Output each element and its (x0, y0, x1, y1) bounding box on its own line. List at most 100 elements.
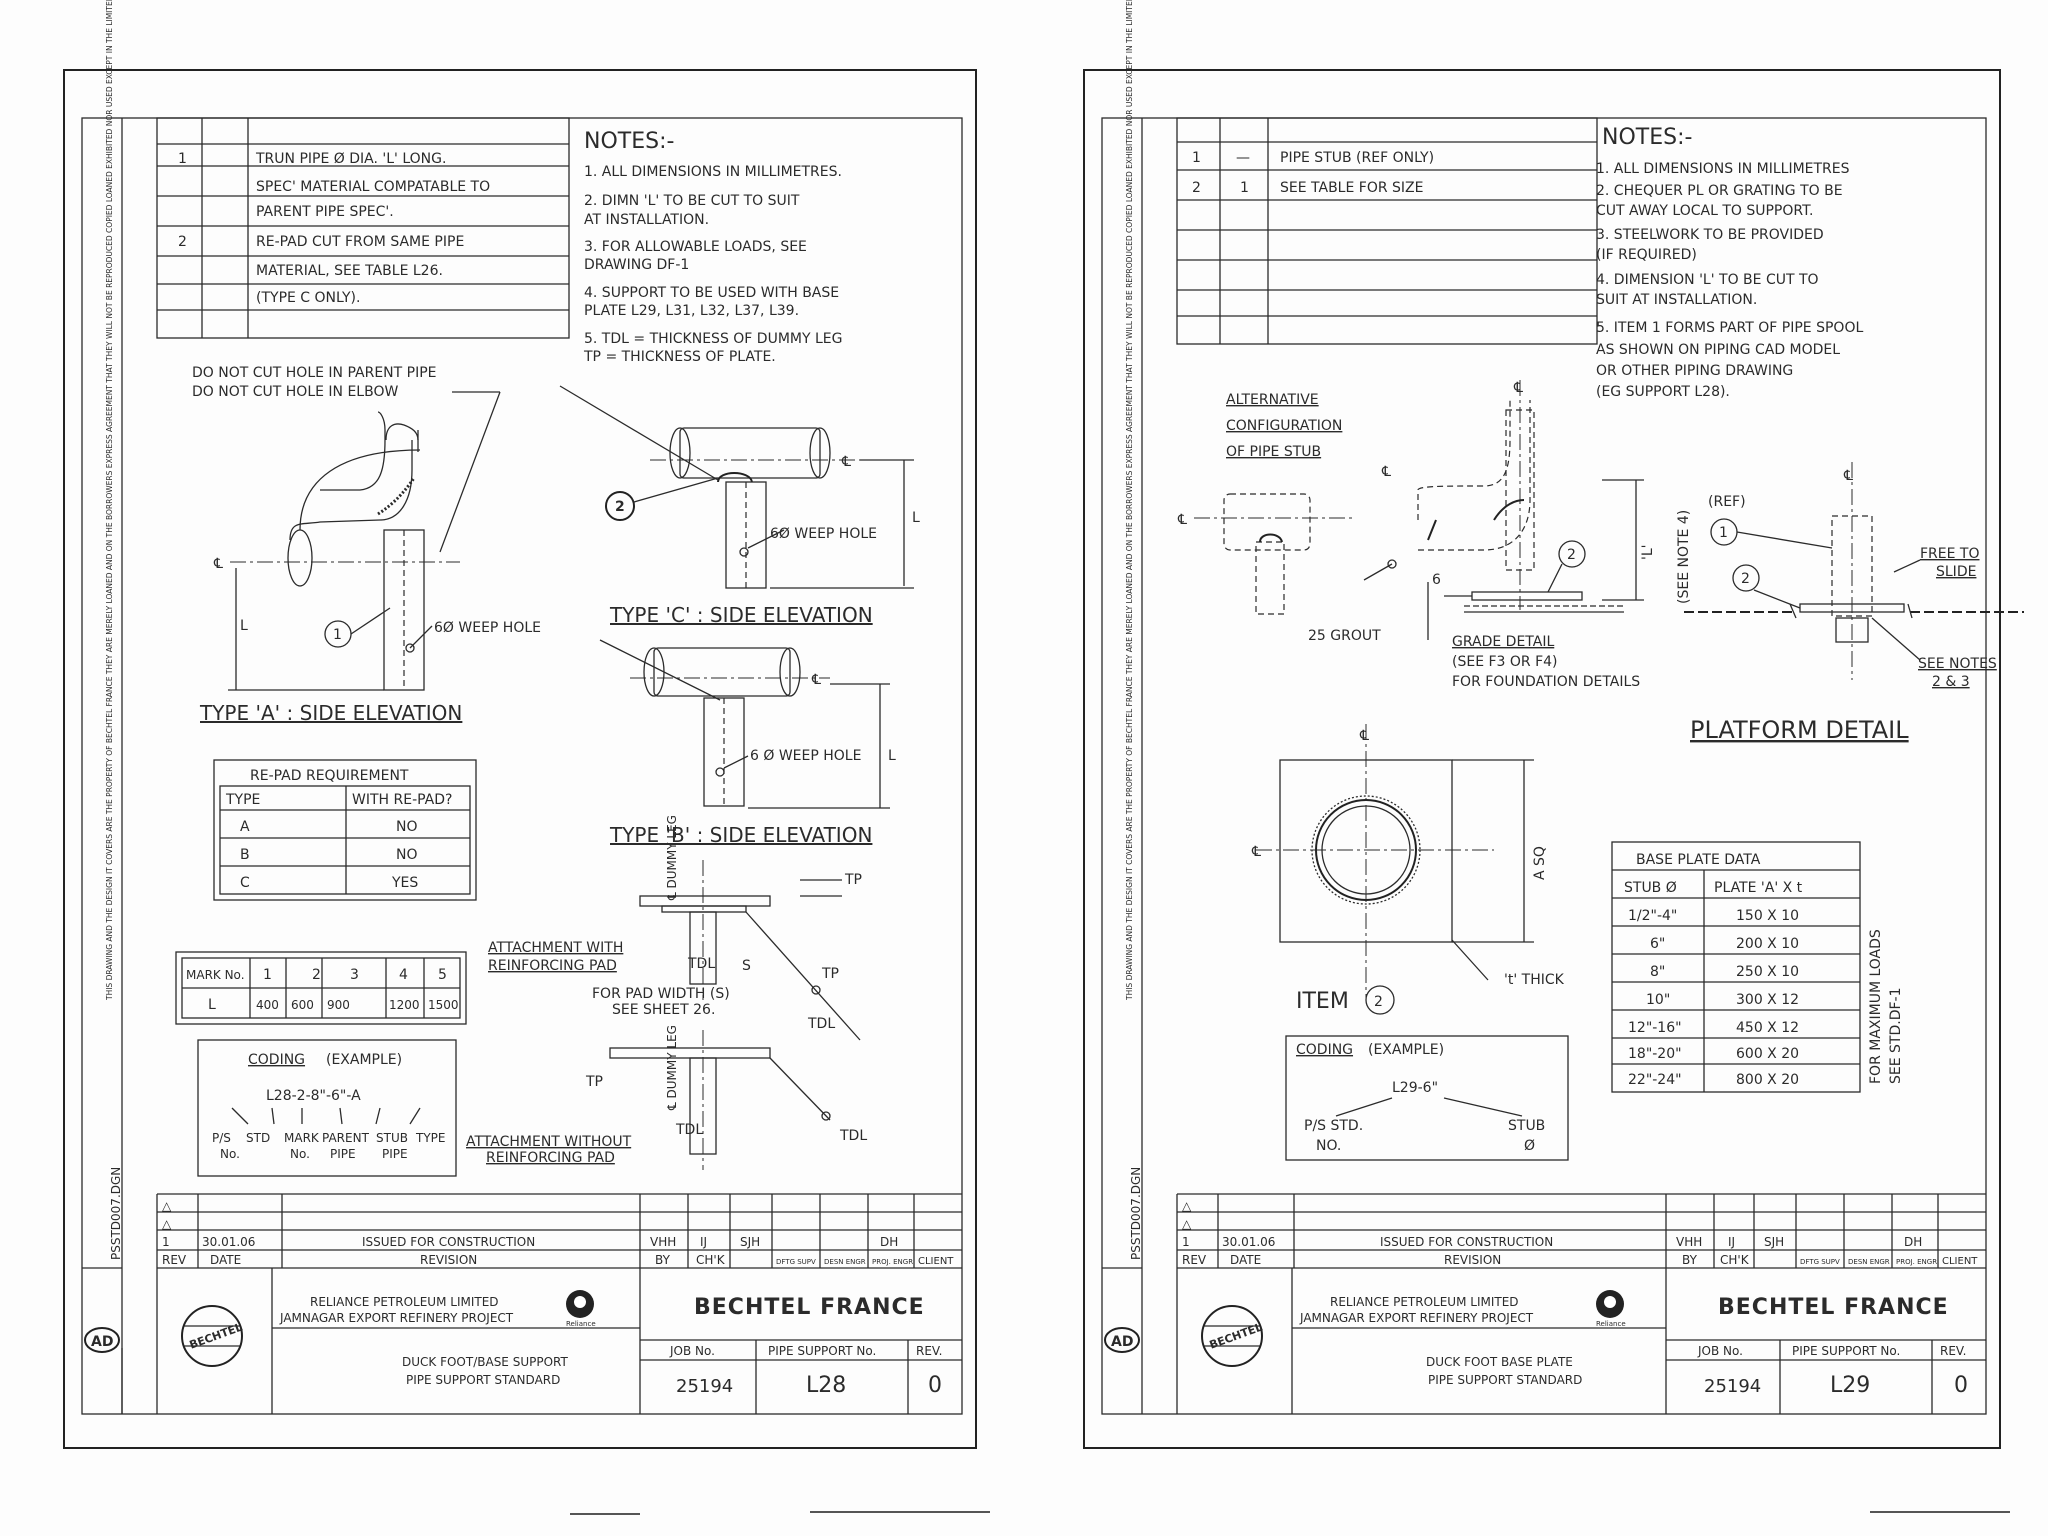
rev-label: REV. (916, 1344, 942, 1358)
rev-header: BY (1682, 1253, 1698, 1267)
base-table-cell: 12"-16" (1628, 1020, 1682, 1036)
svg-text:AD: AD (1111, 1334, 1133, 1350)
tdl-label: TDL (687, 956, 715, 972)
coding-code: L29-6" (1392, 1080, 1438, 1096)
sheet-file: PSSTD007.DGN (1129, 1167, 1143, 1260)
weep-hole-label: 6Ø WEEP HOLE (770, 526, 877, 542)
base-table-header: STUB Ø (1624, 880, 1677, 896)
revision-chk: IJ (700, 1235, 707, 1249)
attachment-without-pad: ℄ DUMMY LEG TP TDL TDL ATTACHMENT WITHOU… (466, 1025, 867, 1170)
repad-cell: NO (396, 847, 418, 863)
coding-part: No. (220, 1147, 240, 1161)
centerline-symbol: ℄ (1177, 512, 1187, 528)
free-to-slide-label: FREE TO (1920, 546, 1980, 562)
client-project: JAMNAGAR EXPORT REFINERY PROJECT (1299, 1311, 1534, 1325)
attachment-without-label: ATTACHMENT WITHOUT (466, 1134, 632, 1150)
rev-header: DESN ENGR (824, 1258, 866, 1266)
revision-number: 1 (162, 1235, 170, 1249)
rev-header: REVISION (420, 1253, 477, 1267)
type-b-elevation: ℄ 6 Ø WEEP HOLE L TYPE 'B' : SIDE ELEVAT… (599, 639, 896, 847)
centerline-symbol: ℄ (1251, 844, 1261, 860)
note-line: PLATE L29, L31, L32, L37, L39. (584, 303, 799, 319)
repad-cell: B (240, 847, 250, 863)
base-table-cell: 800 X 20 (1736, 1072, 1799, 1088)
item-2-label: 2 (615, 499, 625, 515)
base-table-cell: 450 X 12 (1736, 1020, 1799, 1036)
revision-number: 1 (1182, 1235, 1190, 1249)
base-table-cell: 300 X 12 (1736, 992, 1799, 1008)
bom-qty: — (1236, 150, 1250, 166)
dummy-leg-label: ℄ DUMMY LEG (665, 815, 679, 901)
reliance-logo: Reliance (1596, 1290, 1626, 1328)
ad-logo: AD (1104, 1327, 1140, 1353)
bom-desc: PARENT PIPE SPEC'. (256, 204, 394, 220)
mark-cell: 600 (291, 998, 314, 1012)
support-no: L29 (1830, 1373, 1870, 1398)
support-no-label: PIPE SUPPORT No. (768, 1344, 876, 1358)
base-plate-table: BASE PLATE DATA STUB Ø PLATE 'A' X t 1/2… (1611, 841, 1904, 1093)
free-to-slide-label: SLIDE (1936, 564, 1976, 580)
notes-block: NOTES:- 1. ALL DIMENSIONS IN MILLIMETRES… (583, 129, 842, 365)
centerline-symbol: ℄ (1359, 728, 1369, 744)
inner-border (1101, 117, 1987, 1415)
item-1-label: 1 (333, 627, 342, 643)
rev-header: DFTG SUPV (1800, 1258, 1840, 1266)
max-loads-note: FOR MAXIMUM LOADS (1868, 929, 1884, 1084)
platform-detail-title: PLATFORM DETAIL (1690, 716, 1909, 744)
note-line: 3. FOR ALLOWABLE LOADS, SEE (584, 239, 807, 255)
rev-header: CLIENT (1942, 1256, 1978, 1267)
revision-date: 30.01.06 (202, 1235, 255, 1249)
revision-text: ISSUED FOR CONSTRUCTION (1380, 1235, 1553, 1249)
rev-header: CH'K (696, 1253, 726, 1267)
bechtel-logo-text: BECHTEL (1208, 1321, 1264, 1352)
bechtel-logo-text: BECHTEL (188, 1321, 244, 1352)
mark-cell: 4 (399, 967, 408, 983)
note-line: 2. CHEQUER PL OR GRATING TO BE (1596, 183, 1843, 199)
dim-l: L (240, 618, 248, 634)
s-label: S (742, 958, 751, 974)
note-line: TP = THICKNESS OF PLATE. (583, 349, 776, 365)
base-table-cell: 8" (1650, 964, 1665, 980)
base-table-cell: 10" (1646, 992, 1670, 1008)
outer-border (1083, 69, 2001, 1449)
note-line: 4. DIMENSION 'L' TO BE CUT TO (1596, 272, 1819, 288)
svg-text:△: △ (162, 1217, 172, 1231)
coding-part: PIPE (382, 1147, 408, 1161)
note-line: 1. ALL DIMENSIONS IN MILLIMETRES. (584, 164, 842, 180)
attachment-without-label: REINFORCING PAD (486, 1150, 615, 1166)
centerline-symbol: ℄ (1381, 464, 1391, 480)
note-line: SUIT AT INSTALLATION. (1596, 292, 1757, 308)
a-sq-label: A SQ (1532, 846, 1548, 880)
bom-desc: RE-PAD CUT FROM SAME PIPE (256, 234, 464, 250)
confidential-notice: THIS DRAWING AND THE DESIGN IT COVERS AR… (1125, 0, 1134, 1001)
coding-part: NO. (1316, 1138, 1341, 1154)
revision-block: △ △ 1 30.01.06 ISSUED FOR CONSTRUCTION V… (1176, 1193, 1986, 1414)
bom-desc: MATERIAL, SEE TABLE L26. (256, 263, 443, 279)
centerline-symbol: ℄ (841, 454, 851, 470)
dim-l: L (912, 510, 920, 526)
rev-header: DESN ENGR (1848, 1258, 1890, 1266)
coding-example: CODING (EXAMPLE) L28-2-8"-6"-A P/S STD M… (197, 1039, 457, 1177)
sheet-l29-drawing: THIS DRAWING AND THE DESIGN IT COVERS AR… (1083, 0, 2024, 1449)
base-table-cell: 6" (1650, 936, 1665, 952)
company-name: BECHTEL FRANCE (694, 1295, 925, 1320)
repad-table: RE-PAD REQUIREMENT TYPE WITH RE-PAD? A N… (213, 759, 477, 901)
note-line: DRAWING DF-1 (584, 257, 689, 273)
company-name: BECHTEL FRANCE (1718, 1295, 1949, 1320)
tp-label: TP (821, 966, 839, 982)
coding-part: STD (246, 1131, 270, 1145)
tp-label: TP (844, 872, 862, 888)
rev-header: DATE (1230, 1253, 1261, 1267)
alternative-label: ALTERNATIVE (1226, 392, 1319, 408)
attachment-with-label: ATTACHMENT WITH (488, 940, 623, 956)
mark-cell: MARK No. (186, 968, 245, 982)
base-table-cell: 200 X 10 (1736, 936, 1799, 952)
bom-desc: (TYPE C ONLY). (256, 290, 360, 306)
base-table-header: PLATE 'A' X t (1714, 880, 1803, 896)
tdl-label: TDL (675, 1122, 703, 1138)
rev-header: PROJ. ENGR (1896, 1258, 1937, 1266)
base-table-cell: 600 X 20 (1736, 1046, 1799, 1062)
item-2-balloon (1365, 985, 1395, 1015)
mark-cell: 5 (438, 967, 447, 983)
bom-item: 2 (178, 234, 187, 250)
